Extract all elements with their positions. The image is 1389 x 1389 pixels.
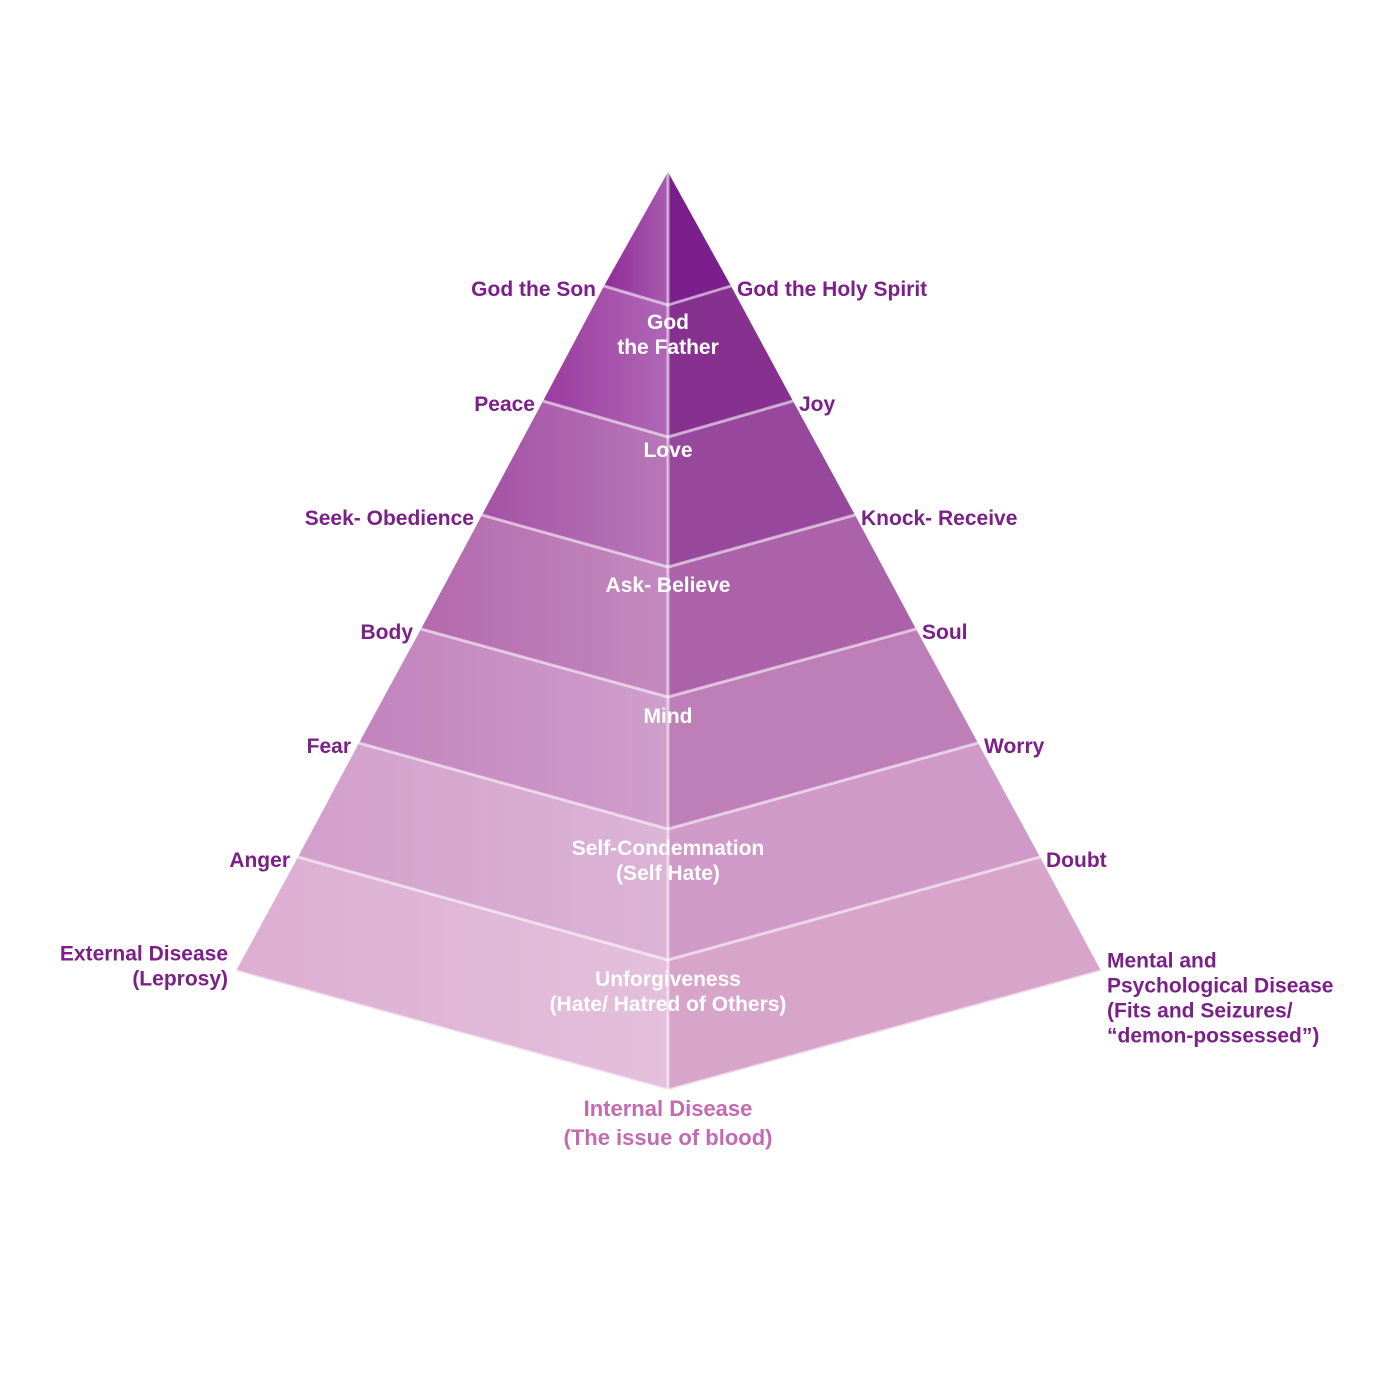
right-label-6-line-1: Doubt [1046, 849, 1107, 872]
band-4-right-face [668, 629, 978, 829]
right-label-1-line-1: God the Holy Spirit [737, 278, 927, 301]
band-6-left-sheen [236, 857, 668, 1090]
right-label-2: Joy [799, 393, 836, 416]
center-label-1-line-1: God [647, 311, 689, 334]
left-label-1: God the Son [471, 278, 596, 301]
band-2-left-sheen [482, 401, 668, 567]
band-5-right-face [668, 743, 1040, 960]
left-label-5-line-1: Fear [307, 735, 351, 758]
left-label-2: Peace [474, 393, 535, 416]
center-label-3: Ask- Believe [606, 574, 731, 597]
band-3-left-sheen [421, 515, 668, 697]
pyramid-divider-lines [235, 172, 1102, 1092]
center-label-2-line-1: Love [643, 439, 692, 462]
right-label-5: Worry [984, 735, 1045, 758]
left-label-2-line-1: Peace [474, 393, 535, 416]
bottom-label-text-line-2: (The issue of blood) [564, 1125, 773, 1150]
left-label-1-line-1: God the Son [471, 278, 596, 301]
center-label-5-line-2: (Self Hate) [616, 862, 720, 885]
left-label-4-line-1: Body [361, 621, 414, 644]
center-label-4-line-1: Mind [644, 705, 693, 728]
band-1-left-sheen [543, 286, 668, 437]
right-label-7-line-1: Mental and [1107, 950, 1217, 973]
center-label-5-line-1: Self-Condemnation [572, 837, 765, 860]
center-label-5: Self-Condemnation(Self Hate) [572, 837, 765, 885]
left-label-6-line-1: Anger [229, 849, 290, 872]
bottom-label-text-line-1: Internal Disease [584, 1096, 753, 1121]
band-3-right-face [668, 515, 916, 697]
left-label-6: Anger [229, 849, 290, 872]
right-label-7-line-4: “demon-possessed”) [1107, 1025, 1319, 1048]
right-label-4-line-1: Soul [922, 621, 968, 644]
right-label-7-line-2: Psychological Disease [1107, 975, 1333, 998]
apex-left-sheen [604, 172, 668, 305]
right-label-5-line-1: Worry [984, 735, 1045, 758]
bottom-label-text: Internal Disease (The issue of blood) [564, 1096, 773, 1150]
center-label-2: Love [643, 439, 692, 462]
center-label-6-line-2: (Hate/ Hatred of Others) [550, 993, 787, 1016]
right-label-2-line-1: Joy [799, 393, 836, 416]
left-label-4: Body [361, 621, 414, 644]
band-1-right-face [668, 286, 793, 437]
left-label-7-line-1: External Disease [60, 943, 228, 966]
right-label-3-line-1: Knock- Receive [861, 507, 1017, 530]
right-label-7-line-3: (Fits and Seizures/ [1107, 1000, 1293, 1023]
right-label-6: Doubt [1046, 849, 1107, 872]
pyramid-sheen [236, 172, 668, 1090]
center-label-6-line-1: Unforgiveness [595, 968, 741, 991]
center-label-3-line-1: Ask- Believe [606, 574, 731, 597]
left-label-5: Fear [307, 735, 351, 758]
band-6-right-face [668, 857, 1101, 1090]
right-label-1: God the Holy Spirit [737, 278, 927, 301]
right-label-4: Soul [922, 621, 968, 644]
left-label-3-line-1: Seek- Obedience [305, 507, 474, 530]
right-label-3: Knock- Receive [861, 507, 1017, 530]
center-label-4: Mind [644, 705, 693, 728]
bottom-label: Internal Disease (The issue of blood) [564, 1096, 773, 1150]
band-4-left-sheen [359, 629, 668, 829]
apex-right-face [668, 172, 731, 305]
center-label-6: Unforgiveness(Hate/ Hatred of Others) [550, 968, 787, 1016]
left-label-3: Seek- Obedience [305, 507, 474, 530]
left-label-7: External Disease(Leprosy) [60, 943, 228, 991]
band-5-left-sheen [298, 743, 668, 960]
band-2-right-face [668, 401, 855, 567]
left-label-7-line-2: (Leprosy) [132, 968, 228, 991]
center-label-1-line-2: the Father [617, 336, 719, 359]
